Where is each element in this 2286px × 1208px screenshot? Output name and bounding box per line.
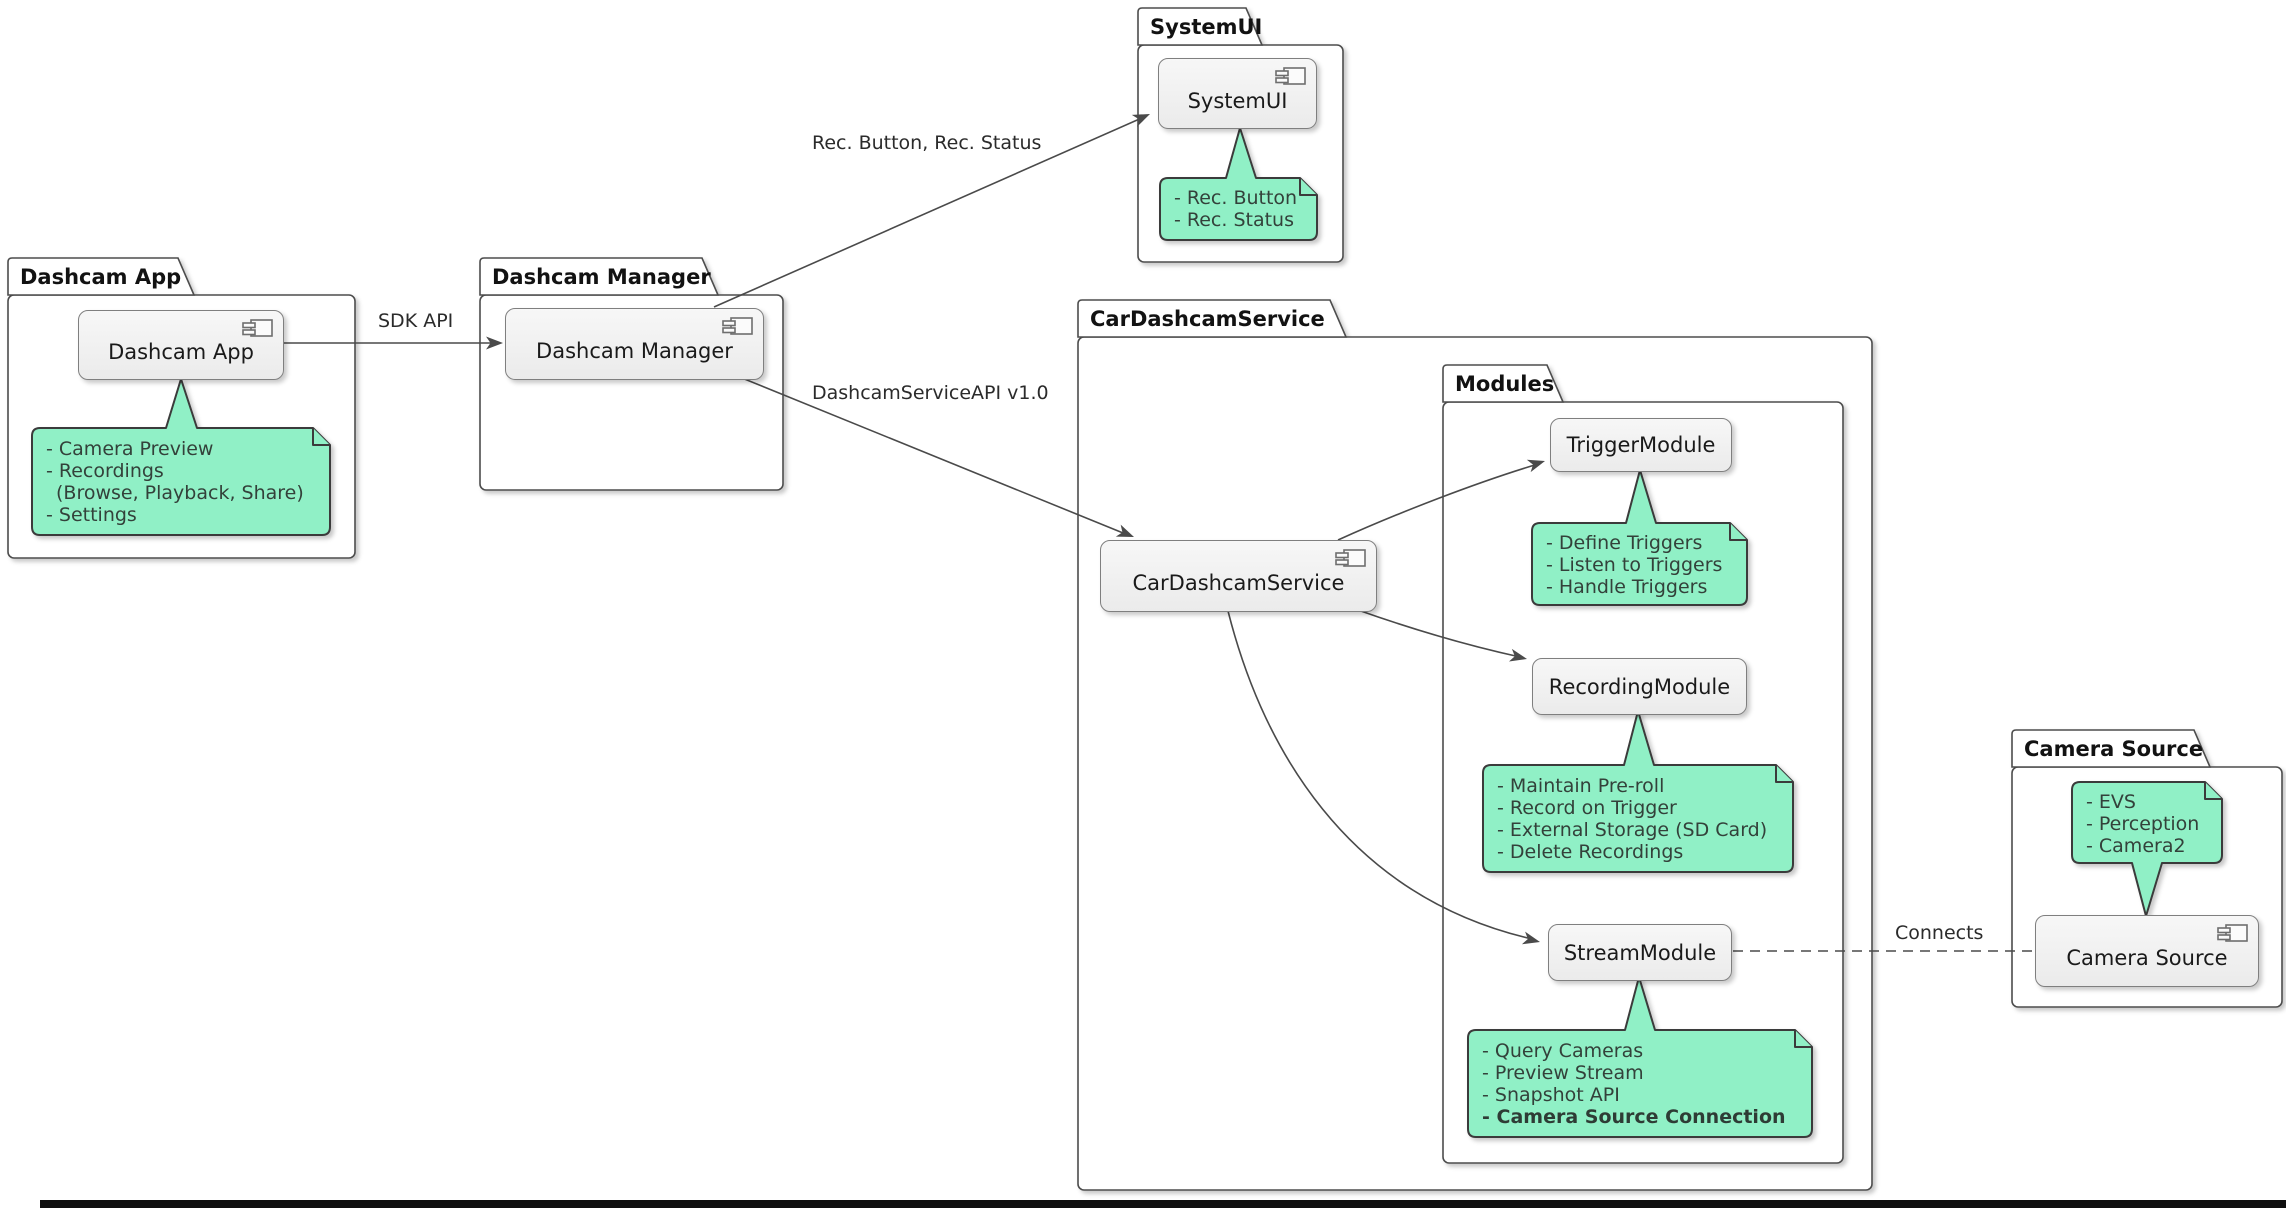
- note-recording-module: - Maintain Pre-roll- Record on Trigger- …: [1497, 775, 1782, 863]
- note-line: - Handle Triggers: [1546, 576, 1708, 598]
- note-line: - Camera Source Connection: [1482, 1106, 1786, 1128]
- package-title-camera-source: Camera Source: [2024, 737, 2204, 761]
- package-title-systemui: SystemUI: [1150, 15, 1263, 39]
- component-label: StreamModule: [1563, 940, 1717, 965]
- component-label: Dashcam App: [108, 340, 254, 364]
- note-line: - Define Triggers: [1546, 532, 1703, 554]
- package-title-dashcam-manager: Dashcam Manager: [492, 265, 711, 289]
- component-label: CarDashcamService: [1132, 571, 1345, 595]
- component-label: SystemUI: [1187, 88, 1288, 113]
- component-label: RecordingModule: [1548, 674, 1731, 699]
- component-label: Dashcam Manager: [536, 339, 733, 363]
- component-trigger-module: TriggerModule: [1550, 418, 1732, 472]
- note-camera-source: - EVS- Perception- Camera2: [2086, 791, 2214, 857]
- note-line: - External Storage (SD Card): [1497, 819, 1768, 841]
- edge-label-dashcam-service-api: DashcamServiceAPI v1.0: [812, 382, 1049, 404]
- package-title-cardashcamservice: CarDashcamService: [1090, 307, 1325, 331]
- note-line: - Perception: [2086, 813, 2200, 835]
- component-icon: [722, 317, 753, 335]
- bottom-bar: [40, 1200, 2286, 1208]
- note-dashcam-app: - Camera Preview- Recordings(Browse, Pla…: [46, 438, 318, 526]
- note-line: - Rec. Status: [1174, 209, 1295, 231]
- note-line: - Delete Recordings: [1497, 841, 1684, 863]
- note-line: (Browse, Playback, Share): [56, 482, 304, 504]
- edge-label-connects: Connects: [1895, 922, 1984, 944]
- note-line: - Settings: [46, 504, 137, 526]
- component-camera-source: Camera Source: [2035, 915, 2259, 987]
- component-icon: [1275, 67, 1306, 85]
- edge-label-sdk-api: SDK API: [378, 310, 454, 332]
- package-title-dashcam-app: Dashcam App: [20, 265, 182, 289]
- component-label: TriggerModule: [1566, 433, 1716, 457]
- note-line: - Rec. Button: [1174, 187, 1298, 209]
- note-line: - Preview Stream: [1482, 1062, 1644, 1084]
- component-recording-module: RecordingModule: [1532, 658, 1747, 715]
- note-stream-module: - Query Cameras- Preview Stream- Snapsho…: [1482, 1040, 1802, 1128]
- note-line: - Query Cameras: [1482, 1040, 1644, 1062]
- note-line: - Recordings: [46, 460, 164, 482]
- note-line: - EVS: [2086, 791, 2136, 813]
- note-trigger-module: - Define Triggers- Listen to Triggers- H…: [1546, 532, 1736, 598]
- component-cardashcamservice: CarDashcamService: [1100, 540, 1377, 612]
- component-icon: [2217, 924, 2248, 942]
- note-line: - Record on Trigger: [1497, 797, 1677, 819]
- note-line: - Snapshot API: [1482, 1084, 1620, 1106]
- component-icon: [1335, 549, 1366, 567]
- component-stream-module: StreamModule: [1548, 924, 1732, 981]
- package-title-modules: Modules: [1455, 372, 1555, 396]
- component-dashcam-app: Dashcam App: [78, 310, 284, 380]
- note-line: - Maintain Pre-roll: [1497, 775, 1665, 797]
- edge-label-rec-button-status: Rec. Button, Rec. Status: [812, 132, 1042, 154]
- component-label: Camera Source: [2066, 946, 2228, 970]
- note-systemui: - Rec. Button- Rec. Status: [1174, 187, 1306, 231]
- note-line: - Camera2: [2086, 835, 2186, 857]
- note-line: - Listen to Triggers: [1546, 554, 1723, 576]
- note-line: - Camera Preview: [46, 438, 214, 460]
- component-icon: [242, 319, 273, 337]
- component-dashcam-manager: Dashcam Manager: [505, 308, 764, 380]
- component-systemui: SystemUI: [1158, 58, 1317, 129]
